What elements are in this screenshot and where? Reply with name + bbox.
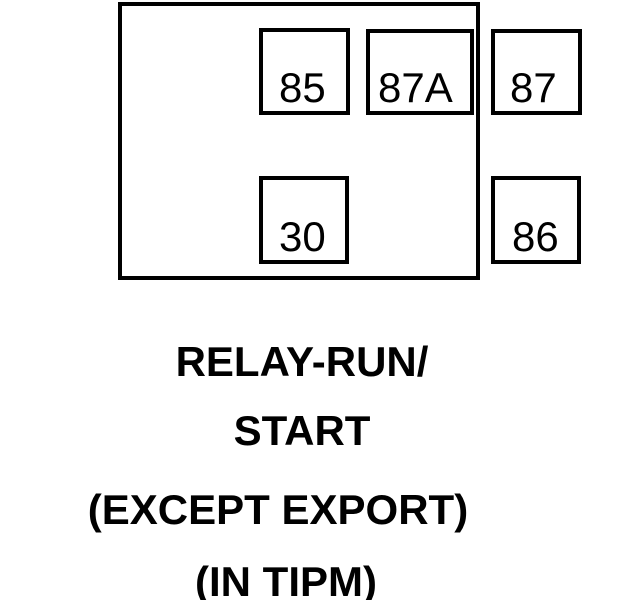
caption-line-relay-run: RELAY-RUN/ <box>175 338 429 385</box>
pin-square-87a: 87A <box>366 29 474 115</box>
pin-label-86: 86 <box>512 212 559 260</box>
relay-body-outline: 85 87A 87 30 86 <box>118 2 582 280</box>
caption-line-in-tipm: (IN TIPM) <box>195 558 377 600</box>
pin-label-30: 30 <box>279 212 326 260</box>
pin-label-87a: 87A <box>378 63 453 111</box>
pin-square-85: 85 <box>259 28 350 115</box>
caption-line-start: START <box>233 407 371 454</box>
pin-label-85: 85 <box>279 63 326 111</box>
pin-square-86: 86 <box>491 176 581 264</box>
pin-square-30: 30 <box>259 176 349 264</box>
pin-square-87: 87 <box>491 29 582 115</box>
caption-line-except-export: (EXCEPT EXPORT) <box>87 486 469 533</box>
pin-label-87: 87 <box>510 63 557 111</box>
